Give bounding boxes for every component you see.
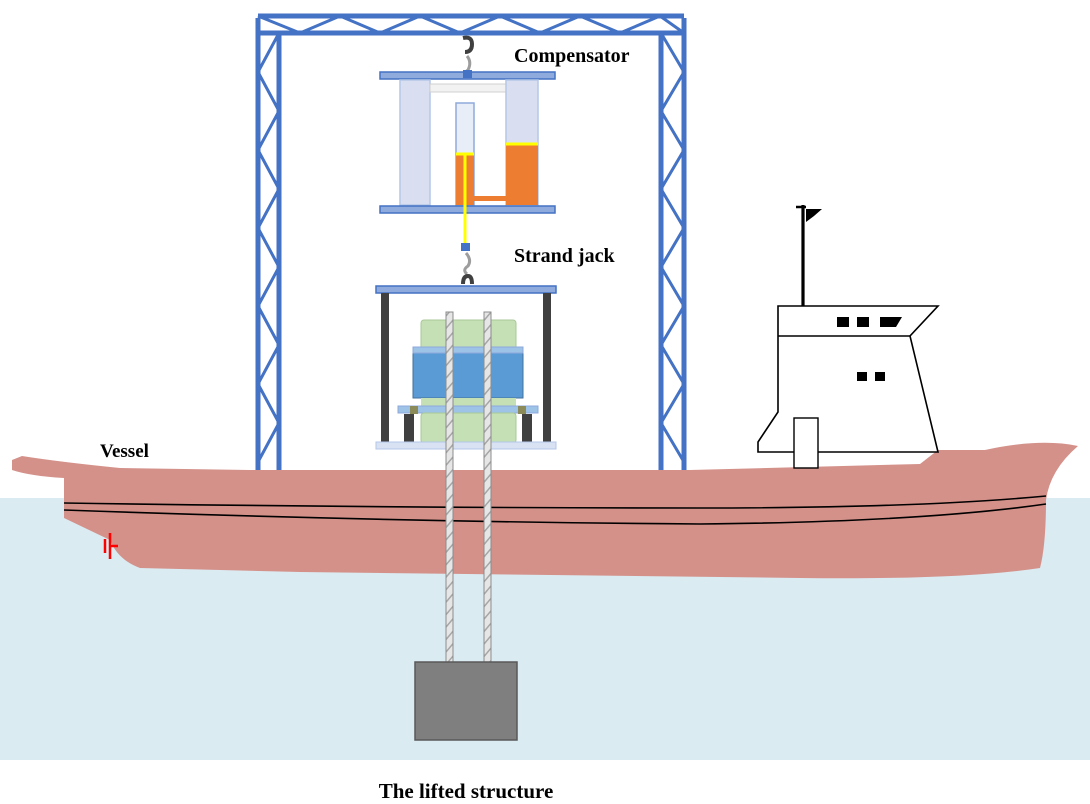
strand-cable-right bbox=[483, 311, 492, 663]
vessel-label: Vessel bbox=[100, 441, 149, 462]
flag-icon bbox=[806, 209, 822, 222]
strand-jack-label: Strand jack bbox=[514, 245, 615, 267]
bridge-window bbox=[857, 317, 869, 327]
cabin-window bbox=[875, 372, 885, 381]
lifted-structure-label: The lifted structure bbox=[378, 779, 554, 803]
gantry-frame bbox=[255, 13, 687, 470]
hull-stripe-lower bbox=[63, 503, 1047, 525]
lifted-structure-block bbox=[414, 661, 518, 741]
strand-jack bbox=[375, 285, 557, 450]
compensator bbox=[379, 70, 556, 214]
strand-jack-cylinder bbox=[412, 351, 524, 399]
strand-jack-band-bottom bbox=[420, 412, 517, 444]
propeller-icon bbox=[103, 533, 118, 559]
crane-hook-icon bbox=[461, 243, 474, 285]
strand-jack-leg-right bbox=[543, 293, 551, 443]
strand-jack-top-plate bbox=[375, 285, 557, 294]
compensator-bottom-plate bbox=[379, 205, 556, 214]
bridge-window bbox=[880, 317, 902, 327]
cabin-window bbox=[857, 372, 867, 381]
strand-cable-left bbox=[445, 311, 454, 663]
bridge-window bbox=[837, 317, 849, 327]
compensator-fluid-right bbox=[506, 145, 538, 205]
vessel-hull bbox=[12, 442, 1078, 579]
hull-stripe-upper bbox=[63, 495, 1047, 509]
strand-jack-leg-left bbox=[381, 293, 389, 443]
compensator-cylinder-left bbox=[399, 79, 431, 206]
compensator-label: Compensator bbox=[514, 45, 630, 67]
ship-superstructure bbox=[757, 205, 940, 469]
bridge-door bbox=[793, 417, 819, 469]
